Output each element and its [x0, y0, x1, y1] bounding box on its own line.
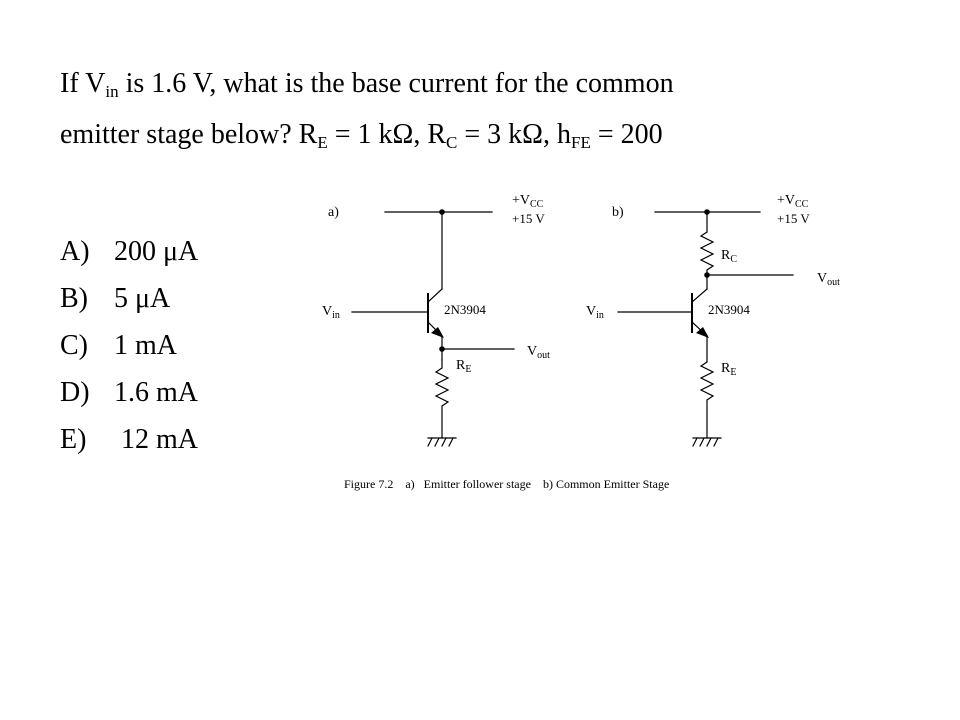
label-main: V — [817, 271, 827, 286]
label-main: R — [456, 358, 466, 373]
junction-dot — [439, 346, 445, 352]
answer-letter: C) — [60, 330, 88, 361]
question-text-part: is 1.6 V, what is the base current for t… — [118, 68, 674, 99]
question-text-part: = 1 kΩ, R — [327, 119, 447, 150]
ground-hatch — [706, 437, 712, 447]
answer-letter: E) — [60, 424, 87, 455]
question-text-part: emitter stage below? R — [60, 119, 318, 150]
collector-lead — [691, 288, 708, 303]
ground-hatch — [699, 437, 705, 447]
junction-dot — [704, 209, 710, 215]
figure-caption: Figure 7.2 a) Emitter follower stage b) … — [344, 477, 669, 491]
label-main: +V — [512, 193, 530, 208]
answer-option-a[interactable]: A) 200 μA — [60, 228, 198, 275]
label-main: R — [721, 248, 731, 263]
ground-hatch — [692, 437, 698, 447]
answer-text: 200 μA — [114, 236, 199, 267]
emitter-arrow — [696, 327, 709, 338]
answer-option-e[interactable]: E) 12 mA — [60, 416, 198, 463]
label-main: +V — [777, 193, 795, 208]
label-subscript: E — [465, 364, 471, 375]
label-subscript: in — [596, 310, 604, 321]
subscript: C — [446, 133, 458, 152]
re-label: RE — [456, 358, 471, 375]
vcc-value: +15 V — [777, 211, 810, 226]
vout-label: Vout — [527, 344, 550, 361]
ground-hatch — [713, 437, 719, 447]
subscript: in — [105, 82, 119, 101]
vout-label: Vout — [817, 271, 840, 288]
question-text-part: If V — [60, 68, 106, 99]
label-main: V — [527, 344, 537, 359]
vin-label: Vin — [322, 304, 340, 321]
answer-letter: D) — [60, 377, 90, 408]
ground-hatch — [441, 437, 447, 447]
label-subscript: CC — [530, 199, 544, 210]
subscript: E — [317, 133, 328, 152]
label-subscript: E — [730, 367, 736, 378]
label-main: V — [586, 304, 596, 319]
answer-text: 1.6 mA — [114, 377, 198, 408]
question-text: If Vin is 1.6 V, what is the base curren… — [60, 58, 940, 160]
vcc-label: +VCC — [512, 193, 544, 210]
transistor-label: 2N3904 — [444, 302, 486, 317]
figure-b-label: b) — [612, 205, 624, 220]
answer-list: A) 200 μA B) 5 μA C) 1 mA D) 1.6 mA E) 12 mA — [60, 228, 198, 463]
subscript: FE — [570, 133, 591, 152]
junction-dot — [439, 209, 445, 215]
answer-text: 1 mA — [114, 330, 177, 361]
question-line-2: emitter stage below? RE = 1 kΩ, RC = 3 k… — [60, 109, 940, 160]
resistor-re — [699, 335, 715, 439]
transistor-label: 2N3904 — [708, 302, 750, 317]
junction-dot — [704, 272, 710, 278]
answer-letter: B) — [60, 283, 88, 314]
emitter-arrow — [431, 327, 444, 338]
question-text-part: = 200 — [590, 119, 663, 150]
resistor-re — [434, 359, 450, 439]
rc-label: RC — [721, 248, 737, 265]
label-subscript: out — [537, 350, 550, 361]
re-label: RE — [721, 361, 736, 378]
label-subscript: C — [730, 254, 737, 265]
answer-option-d[interactable]: D) 1.6 mA — [60, 369, 198, 416]
vcc-value: +15 V — [512, 211, 545, 226]
vin-label: Vin — [586, 304, 604, 321]
ground-hatch — [427, 437, 433, 447]
label-main: R — [721, 361, 731, 376]
collector-lead — [427, 288, 443, 303]
figure-a-label: a) — [328, 205, 339, 220]
ground-hatch — [434, 437, 440, 447]
ground-hatch — [448, 437, 454, 447]
question-line-1: If Vin is 1.6 V, what is the base curren… — [60, 58, 940, 109]
circuit-a — [351, 211, 515, 447]
answer-letter: A) — [60, 236, 90, 267]
question-text-part: = 3 kΩ, h — [457, 119, 571, 150]
label-subscript: in — [332, 310, 340, 321]
label-subscript: out — [827, 277, 840, 288]
label-subscript: CC — [795, 199, 809, 210]
label-main: V — [322, 304, 332, 319]
answer-option-c[interactable]: C) 1 mA — [60, 322, 198, 369]
answer-option-b[interactable]: B) 5 μA — [60, 275, 198, 322]
vcc-label: +VCC — [777, 193, 809, 210]
resistor-rc — [699, 211, 715, 290]
circuit-b — [617, 211, 794, 447]
answer-text: 12 mA — [114, 424, 198, 455]
answer-text: 5 μA — [114, 283, 171, 314]
